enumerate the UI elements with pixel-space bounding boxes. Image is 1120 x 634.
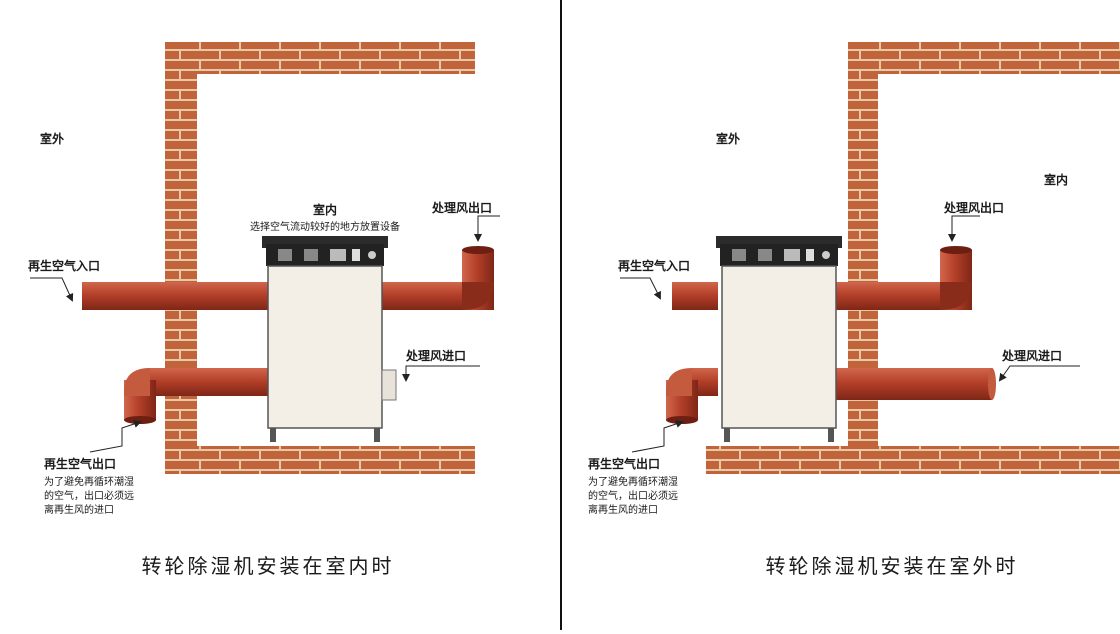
right-regen-inlet-duct bbox=[672, 282, 718, 310]
left-regen-inlet-label: 再生空气入口 bbox=[28, 258, 100, 273]
left-processed-outlet-label: 处理风出口 bbox=[431, 200, 492, 215]
left-regen-note-1: 为了避免再循环潮湿 bbox=[44, 475, 134, 488]
left-regen-outlet-label: 再生空气出口 bbox=[44, 456, 116, 471]
left-panel: 室外 室内 选择空气流动较好的地方放置设备 再生空气入口 处理风出口 处理风进口… bbox=[28, 42, 500, 578]
left-dehumidifier-unit bbox=[262, 236, 397, 442]
left-top-wall bbox=[165, 42, 475, 74]
left-regen-inlet-duct bbox=[82, 282, 270, 310]
right-regen-note-3: 离再生风的进口 bbox=[588, 503, 658, 516]
right-processed-outlet-label: 处理风出口 bbox=[943, 200, 1004, 215]
left-processed-outlet-duct bbox=[382, 282, 462, 310]
left-processed-inlet-label: 处理风进口 bbox=[405, 348, 466, 363]
left-regen-note-3: 离再生风的进口 bbox=[44, 503, 114, 516]
right-floor-wall bbox=[706, 446, 1120, 474]
left-regen-note-2: 的空气，出口必须远 bbox=[44, 489, 134, 502]
right-processed-outlet-duct bbox=[832, 282, 942, 310]
left-floor-wall bbox=[165, 446, 475, 474]
right-processed-inlet-label: 处理风进口 bbox=[1001, 348, 1062, 363]
left-regen-outlet-duct bbox=[150, 368, 270, 396]
right-regen-outlet-label: 再生空气出口 bbox=[588, 456, 660, 471]
left-indoor-note: 选择空气流动较好的地方放置设备 bbox=[250, 220, 400, 233]
right-indoor-label: 室内 bbox=[1044, 172, 1068, 187]
left-caption: 转轮除湿机安装在室内时 bbox=[142, 554, 395, 578]
left-side-wall bbox=[165, 42, 197, 474]
right-processed-inlet-duct bbox=[832, 368, 992, 400]
right-caption: 转轮除湿机安装在室外时 bbox=[766, 554, 1019, 578]
right-outdoor-label: 室外 bbox=[716, 131, 740, 146]
right-top-wall bbox=[848, 42, 1120, 74]
right-regen-note-2: 的空气，出口必须远 bbox=[588, 489, 678, 502]
left-outdoor-label: 室外 bbox=[40, 131, 64, 146]
right-regen-note-1: 为了避免再循环潮湿 bbox=[588, 475, 678, 488]
right-panel: 室外 室内 处理风出口 再生空气入口 处理风进口 再生空气出口 为了避免再循环潮… bbox=[588, 42, 1120, 578]
right-regen-inlet-label: 再生空气入口 bbox=[618, 258, 690, 273]
left-indoor-label: 室内 bbox=[313, 202, 337, 217]
right-dehumidifier-unit bbox=[716, 236, 842, 442]
